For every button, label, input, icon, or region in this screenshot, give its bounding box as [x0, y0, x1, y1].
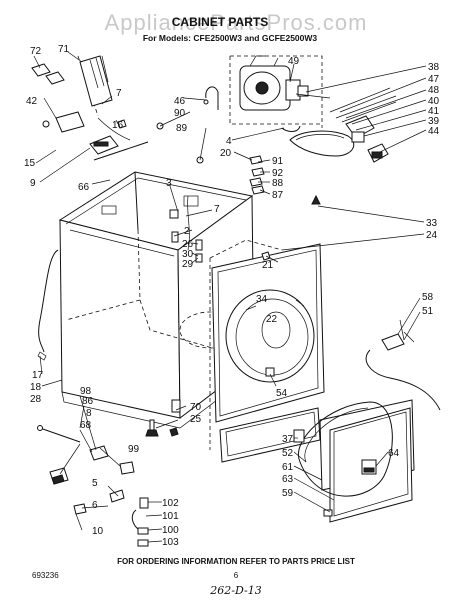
label-4: 4: [226, 136, 232, 147]
label-70: 70: [190, 402, 202, 413]
label-10: 10: [92, 526, 104, 537]
label-22: 22: [266, 314, 278, 325]
page-number: 6: [234, 571, 239, 580]
front-panel: [209, 239, 325, 463]
label-40: 40: [428, 96, 440, 107]
label-15: 15: [24, 158, 36, 169]
label-21: 21: [262, 260, 274, 271]
label-38: 38: [428, 62, 440, 73]
label-42: 42: [26, 96, 38, 107]
label-71: 71: [58, 44, 70, 55]
cabinet: [37, 171, 255, 437]
label-59: 59: [282, 488, 294, 499]
page-subtitle: For Models: CFE2500W3 and GCFE2500W3: [143, 33, 318, 43]
label-103: 103: [162, 537, 179, 548]
label-6: 6: [92, 500, 98, 511]
label-44: 44: [428, 126, 440, 137]
document-number: 693236: [32, 571, 59, 580]
label-100: 100: [162, 525, 179, 536]
loose-parts: [37, 425, 179, 547]
label-52: 52: [282, 448, 294, 459]
label-20: 20: [220, 148, 232, 159]
hardware-cluster: [169, 125, 321, 263]
watermark: AppliancePartsPros.com: [105, 10, 368, 35]
label-18: 18: [30, 382, 42, 393]
label-101: 101: [162, 511, 179, 522]
label-61: 61: [282, 462, 294, 473]
label-46: 46: [174, 96, 186, 107]
label-54: 54: [276, 388, 288, 399]
label-29: 29: [182, 259, 194, 270]
label-98: 98: [80, 386, 92, 397]
label-89: 89: [176, 123, 188, 134]
callout-labels: 72 71 7 42 16 15 9 46 90 89 49 38 47 48 …: [24, 44, 440, 548]
label-87: 87: [272, 190, 284, 201]
label-37: 37: [282, 434, 294, 445]
label-24: 24: [426, 230, 438, 241]
label-9: 9: [30, 178, 36, 189]
label-102: 102: [162, 498, 179, 509]
label-51: 51: [422, 306, 434, 317]
label-86: 86: [82, 396, 94, 407]
label-7: 7: [116, 88, 122, 99]
label-8: 8: [86, 408, 92, 419]
label-5: 5: [92, 478, 98, 489]
label-34: 34: [256, 294, 268, 305]
label-17: 17: [32, 370, 44, 381]
wire-harness: [365, 319, 441, 411]
label-39: 39: [428, 116, 440, 127]
label-25: 25: [190, 414, 202, 425]
label-90: 90: [174, 108, 186, 119]
label-49: 49: [288, 56, 300, 67]
label-33: 33: [426, 218, 438, 229]
ordering-note: FOR ORDERING INFORMATION REFER TO PARTS …: [117, 557, 355, 566]
label-3: 3: [166, 178, 172, 189]
door-assembly: [293, 399, 415, 523]
label-47: 47: [428, 74, 440, 85]
label-91: 91: [272, 156, 284, 167]
label-68: 68: [80, 420, 92, 431]
label-99: 99: [128, 444, 140, 455]
label-88: 88: [272, 178, 284, 189]
label-48: 48: [428, 85, 440, 96]
control-parts: [31, 55, 204, 164]
label-66: 66: [78, 182, 90, 193]
label-30: 30: [182, 249, 194, 260]
handwritten-note: 262-D-13: [209, 584, 261, 597]
page-title: CABINET PARTS: [172, 15, 268, 29]
label-7-lower: 7: [214, 204, 220, 215]
label-58: 58: [422, 292, 434, 303]
label-41: 41: [428, 106, 440, 117]
label-63: 63: [282, 474, 294, 485]
label-92: 92: [272, 168, 284, 179]
label-16: 16: [112, 120, 124, 131]
leader-lines: [33, 51, 427, 543]
label-72: 72: [30, 46, 42, 57]
label-64: 64: [388, 448, 400, 459]
motor-assembly: [203, 55, 397, 163]
label-2: 2: [184, 226, 190, 237]
label-28: 28: [30, 394, 42, 405]
label-26: 26: [182, 239, 194, 250]
